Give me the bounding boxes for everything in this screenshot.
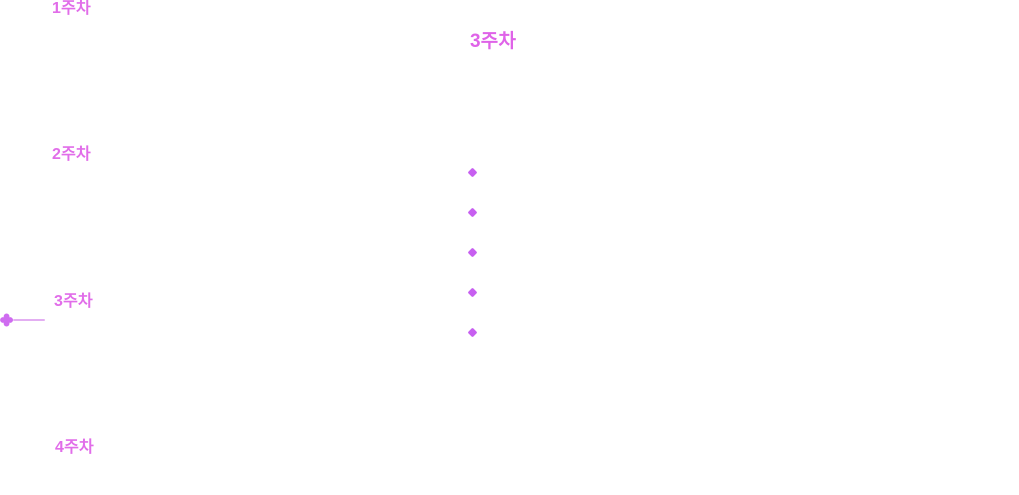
active-item-marker[interactable] (0, 312, 48, 328)
diamond-bullet-icon[interactable] (467, 287, 478, 298)
diamond-bullet-icon[interactable] (467, 167, 478, 178)
diamond-bullet-icon[interactable] (467, 207, 478, 218)
page-title[interactable]: 3주차 (470, 31, 517, 52)
connector-line (13, 319, 45, 321)
sidebar-item-week2[interactable]: 2주차 (52, 146, 91, 163)
diamond-bullet-icon[interactable] (467, 247, 478, 258)
sidebar-item-week3[interactable]: 3주차 (54, 293, 93, 310)
sidebar-item-week1[interactable]: 1주차 (52, 0, 91, 17)
sidebar-item-week4[interactable]: 4주차 (55, 439, 94, 456)
diamond-bullet-icon[interactable] (467, 327, 478, 338)
